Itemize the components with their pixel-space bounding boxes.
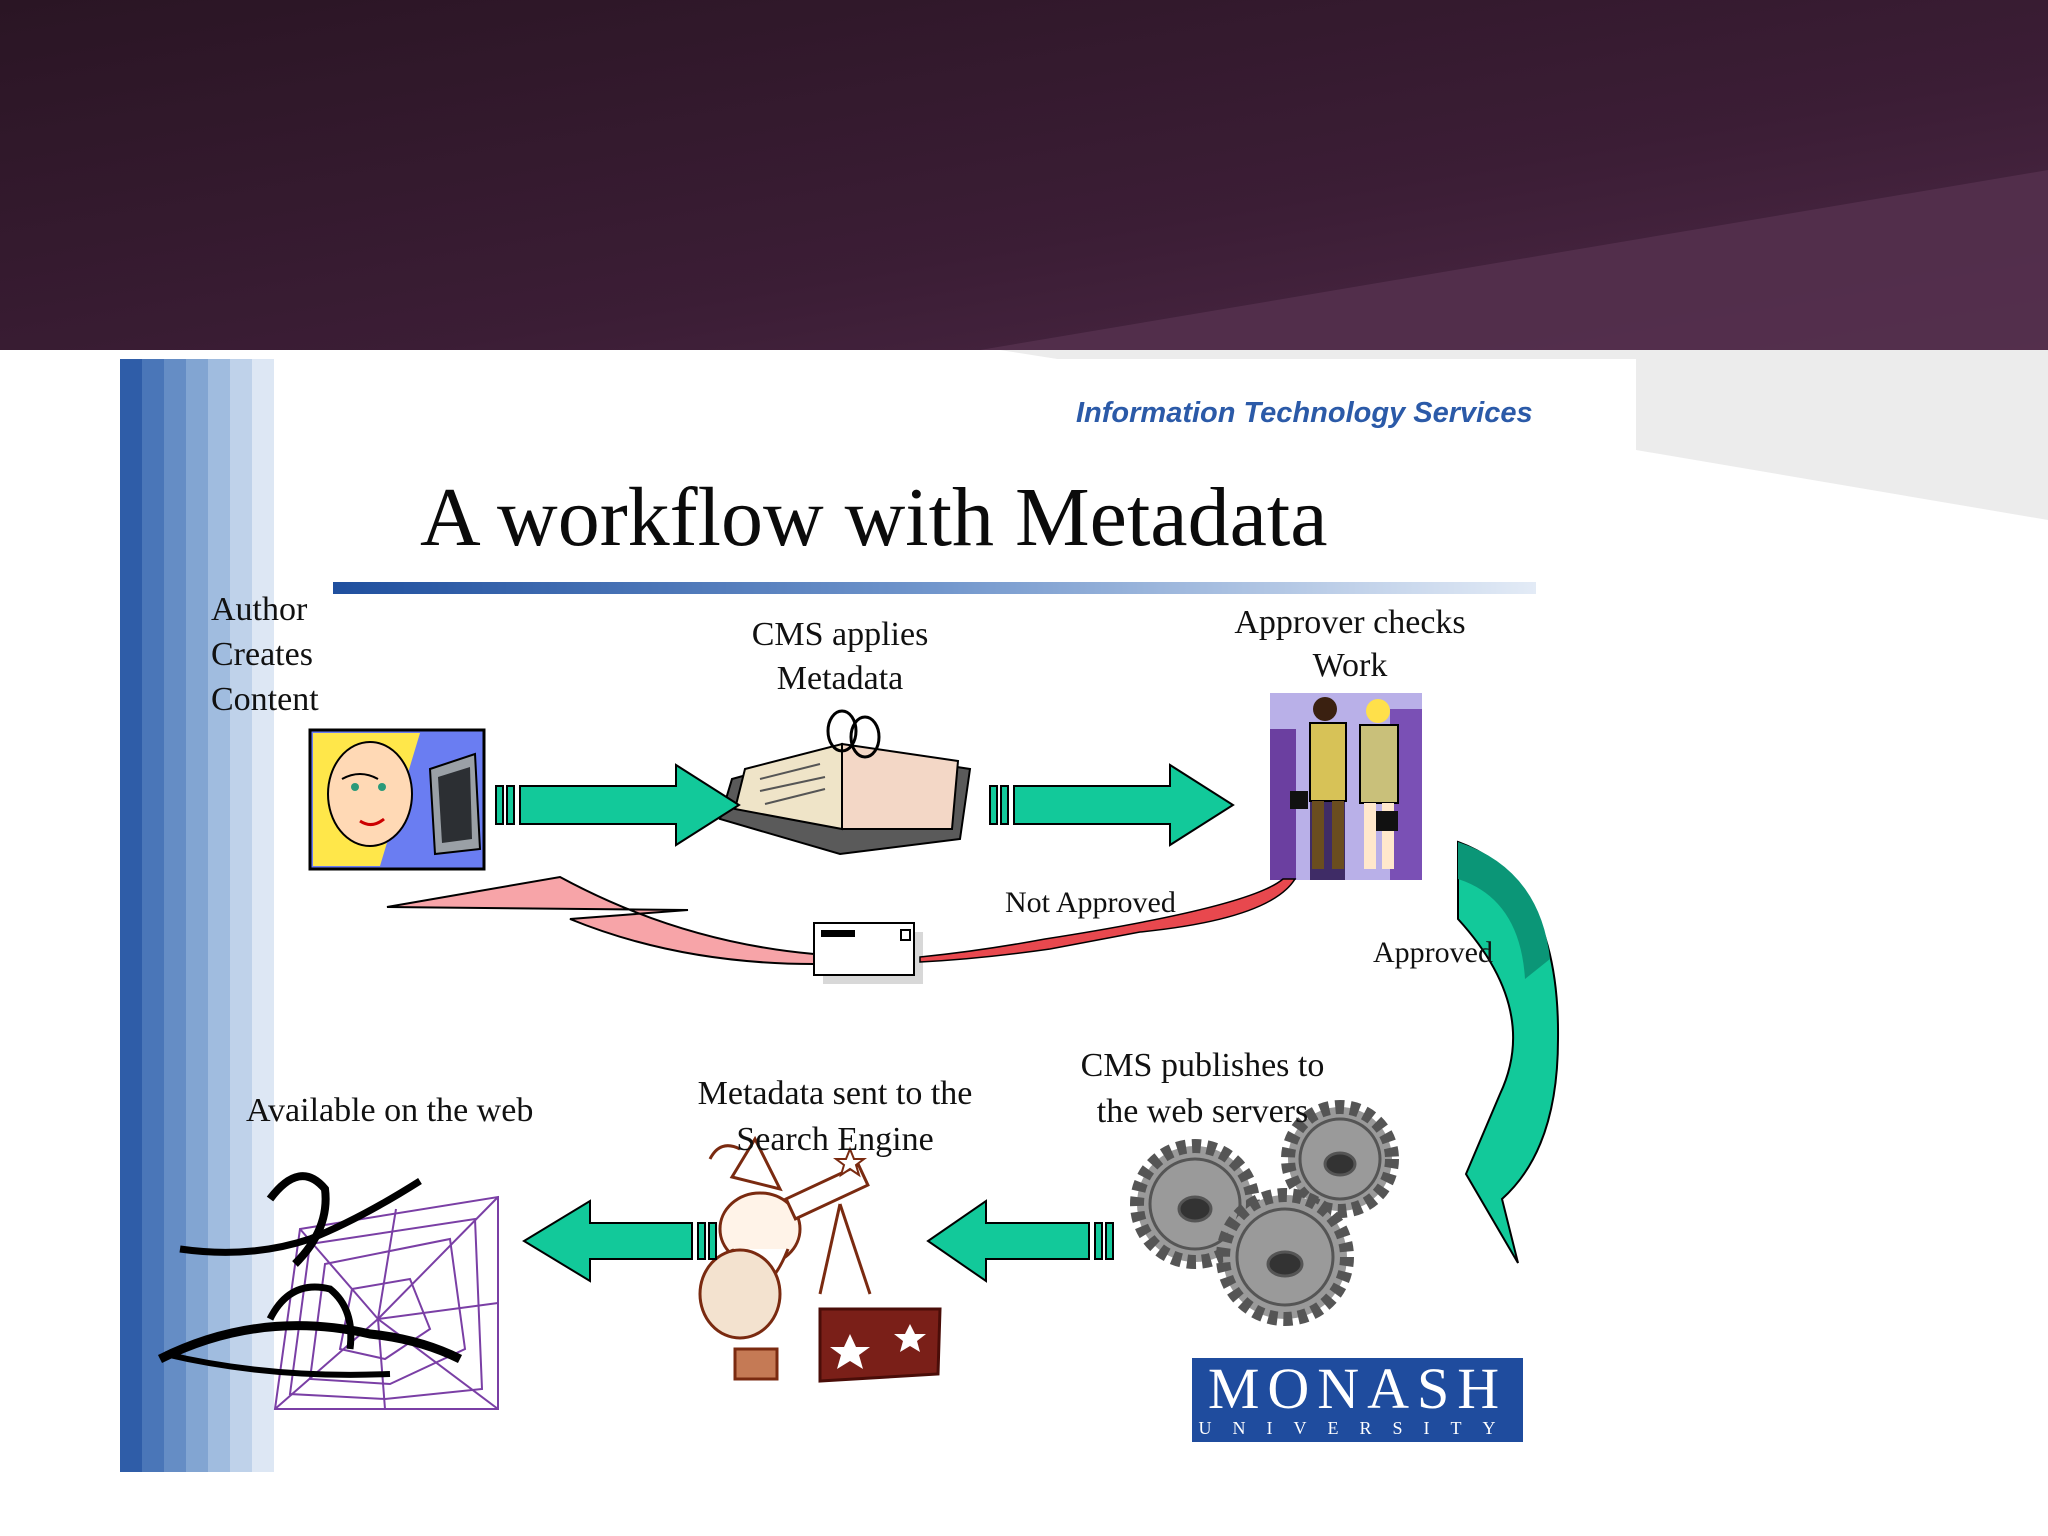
cms-publishes-label: CMS publishes to the web servers <box>1040 1043 1365 1135</box>
approved-label: Approved <box>1373 936 1493 969</box>
left-stripe <box>208 359 230 1472</box>
approver-line1: Approver checks <box>1234 604 1466 641</box>
search-engine-label: Metadata sent to the Search Engine <box>680 1071 990 1163</box>
author-label-line1: Author <box>211 591 308 628</box>
arrow-cms-to-approver <box>989 763 1235 847</box>
slide-title: A workflow with Metadata <box>420 471 1328 564</box>
logo-subtitle: UNIVERSITY <box>1198 1418 1517 1438</box>
arrow-publish-to-search <box>926 1199 1114 1283</box>
author-label-line3: Content <box>211 681 319 718</box>
title-underline <box>333 582 1536 594</box>
university-logo: MONASH UNIVERSITY <box>1192 1358 1523 1442</box>
approver-line2: Work <box>1312 647 1388 684</box>
search-engine-line1: Metadata sent to the <box>697 1075 973 1112</box>
available-label: Available on the web <box>246 1092 534 1129</box>
left-stripe <box>186 359 208 1472</box>
left-stripe <box>252 359 274 1472</box>
logo-word: MONASH <box>1207 1356 1508 1421</box>
gears-icon <box>1130 1100 1399 1326</box>
cms-applies-line1: CMS applies <box>751 616 929 653</box>
header-band <box>0 0 2048 350</box>
not-approved-arrow <box>386 875 1297 966</box>
workflow-slide: Information Technology Services A workfl… <box>120 359 1636 1472</box>
arrow-author-to-cms <box>495 763 741 847</box>
open-book-icon <box>718 709 972 856</box>
business-handshake-icon <box>1270 693 1422 880</box>
left-stripe <box>230 359 252 1472</box>
cms-applies-label: CMS applies Metadata <box>720 613 960 701</box>
workflow-diagram <box>157 693 1560 1410</box>
not-approved-label: Not Approved <box>1005 886 1176 919</box>
left-stripe <box>142 359 164 1472</box>
author-label-line2: Creates <box>211 636 313 673</box>
cms-publishes-line1: CMS publishes to <box>1080 1047 1325 1084</box>
wizard-telescope-icon <box>698 1135 942 1383</box>
approved-arrow <box>1457 840 1560 1264</box>
cms-publishes-line2: the web servers <box>1096 1093 1309 1130</box>
author-label: Author Creates Content <box>211 587 319 722</box>
left-stripe <box>120 359 142 1472</box>
cms-applies-line2: Metadata <box>776 660 904 697</box>
envelope-icon <box>813 922 923 984</box>
org-name: Information Technology Services <box>1076 397 1533 429</box>
search-engine-line2: Search Engine <box>736 1121 934 1158</box>
web-spider-icon <box>157 1172 499 1410</box>
approver-label: Approver checks Work <box>1210 601 1490 687</box>
left-stripe <box>164 359 186 1472</box>
author-computer-icon <box>308 728 486 871</box>
arrow-search-to-web <box>522 1199 717 1283</box>
